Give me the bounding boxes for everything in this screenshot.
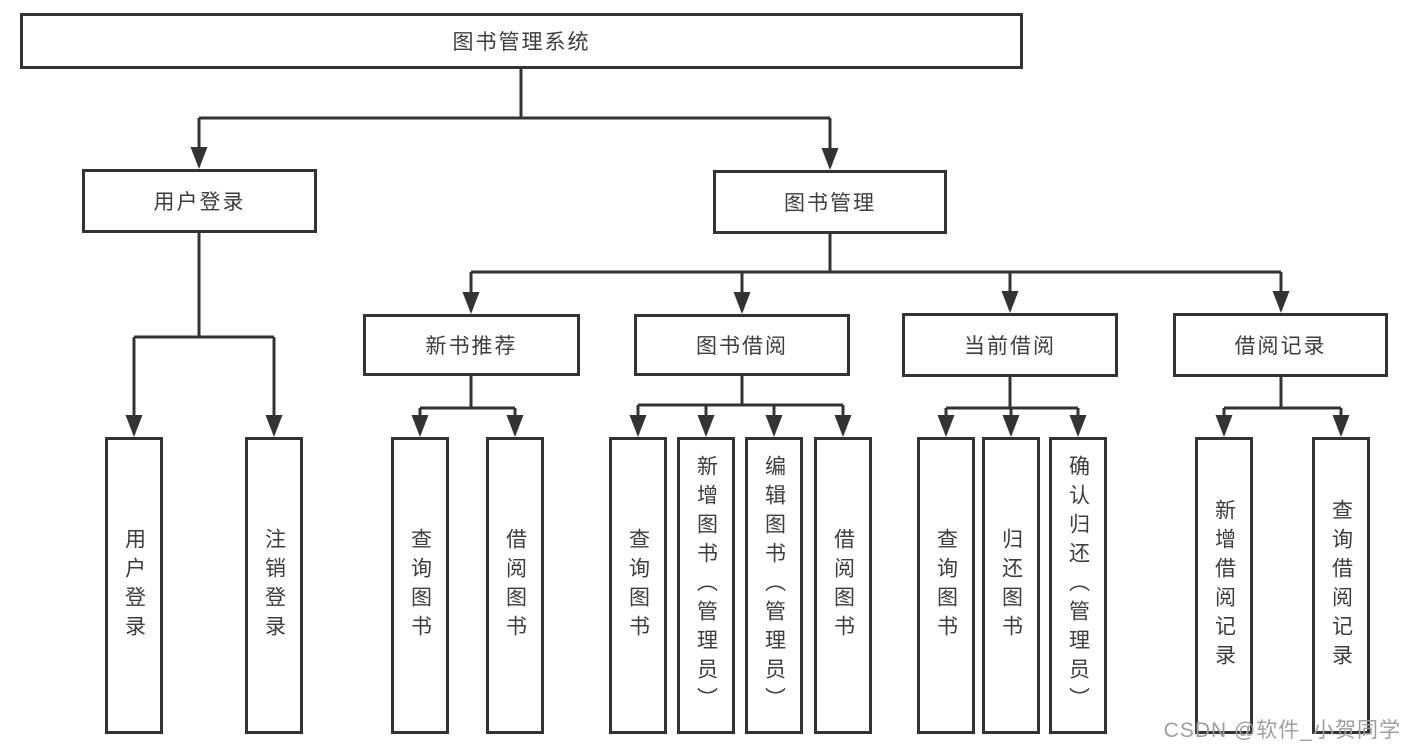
arrowhead (697, 415, 715, 437)
node-label: 借阅记录 (1234, 335, 1327, 358)
node-label: 注销登录 (262, 527, 286, 644)
node-edit-book-admin: 编辑图书（管理员） (745, 437, 803, 734)
arrowhead (765, 415, 783, 437)
node-label: 图书借阅 (696, 335, 788, 358)
node-new-book-recommend: 新书推荐 (363, 314, 580, 376)
node-label: 查询图书 (934, 527, 958, 644)
node-borrow-records: 借阅记录 (1173, 313, 1388, 377)
node-confirm-return-admin: 确认归还（管理员） (1049, 437, 1107, 734)
arrowhead (462, 292, 480, 314)
node-book-borrow: 图书借阅 (634, 314, 850, 376)
arrowhead (1002, 415, 1020, 437)
node-label: 查询图书 (408, 527, 432, 644)
node-label: 当前借阅 (964, 335, 1056, 358)
arrowhead (821, 148, 839, 170)
arrowhead (1001, 291, 1019, 313)
node-add-borrow-record: 新增借阅记录 (1195, 437, 1253, 734)
arrowhead (629, 415, 647, 437)
arrowhead (506, 415, 524, 437)
arrowhead (1215, 415, 1233, 437)
node-borrow-books: 借阅图书 (814, 437, 872, 734)
arrowhead (1332, 415, 1350, 437)
node-label: 图书管理 (784, 192, 876, 215)
node-return-books: 归还图书 (982, 437, 1040, 734)
arrowhead (125, 415, 143, 437)
node-label: 新增借阅记录 (1212, 498, 1236, 673)
node-logout: 注销登录 (245, 437, 303, 734)
arrowhead (1069, 415, 1087, 437)
node-label: 确认归还（管理员） (1066, 455, 1090, 716)
node-label: 查询借阅记录 (1329, 498, 1353, 673)
node-label: 新书推荐 (425, 335, 518, 358)
node-add-book-admin: 新增图书（管理员） (677, 437, 735, 734)
arrowhead (411, 415, 429, 437)
node-book-management: 图书管理 (713, 170, 947, 234)
node-query-books-recommend: 查询图书 (391, 437, 449, 734)
node-label: 查询图书 (626, 527, 650, 644)
node-user-login-branch: 用户登录 (82, 169, 317, 233)
arrowhead (937, 415, 955, 437)
node-root-label: 图书管理系统 (452, 31, 591, 54)
node-label: 编辑图书（管理员） (762, 455, 786, 716)
node-query-books-current: 查询图书 (917, 437, 975, 734)
arrowhead (733, 292, 751, 314)
arrowhead (190, 147, 208, 169)
node-query-books-borrow: 查询图书 (609, 437, 667, 734)
arrowhead (265, 415, 283, 437)
node-label: 新增图书（管理员） (694, 455, 718, 716)
arrowhead (1272, 291, 1290, 313)
csdn-watermark: CSDN @软件_小贺同学 (1163, 719, 1401, 742)
node-label: 归还图书 (999, 527, 1023, 644)
node-label: 借阅图书 (831, 527, 855, 644)
node-borrow-books-recommend: 借阅图书 (486, 437, 544, 734)
node-root: 图书管理系统 (20, 13, 1023, 69)
node-label: 用户登录 (122, 527, 146, 644)
node-current-borrow: 当前借阅 (902, 313, 1118, 377)
node-user-login-leaf: 用户登录 (105, 437, 163, 734)
node-label: 用户登录 (153, 191, 246, 214)
node-query-borrow-record: 查询借阅记录 (1312, 437, 1370, 734)
arrowhead (834, 415, 852, 437)
node-label: 借阅图书 (503, 527, 527, 644)
